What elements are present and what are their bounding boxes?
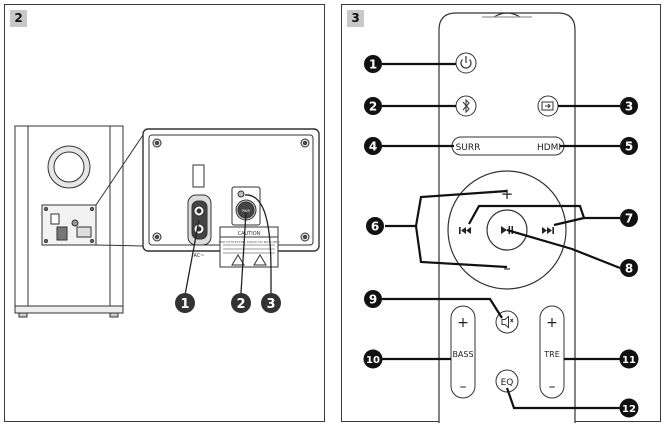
svg-text:6: 6	[371, 220, 379, 234]
eq-button[interactable]	[495, 369, 519, 393]
previous-track-button[interactable]	[459, 227, 471, 234]
volume-up-button[interactable]: +	[501, 185, 514, 203]
power-input-label: AC~	[193, 253, 204, 259]
callout-9: 9	[364, 290, 382, 308]
callout-3: 3	[261, 293, 281, 313]
callout-12: 12	[619, 398, 639, 418]
power-button[interactable]	[455, 52, 477, 74]
svg-text:3: 3	[266, 297, 275, 312]
bluetooth-icon	[462, 98, 470, 114]
callout-2: 2	[231, 293, 251, 313]
caution-text: RISK OF ELECTRIC SHOCK DO NOT OPEN	[218, 240, 279, 244]
svg-text:10: 10	[366, 355, 380, 366]
treble-label: TRE	[543, 350, 560, 359]
treble-up-button[interactable]: +	[546, 315, 558, 331]
figure-panel-rear: 2	[4, 4, 325, 422]
bass-label: BASS	[452, 350, 473, 359]
caution-title: CAUTION	[238, 231, 261, 237]
figure-panel-remote: 3	[341, 4, 661, 423]
callout-5: 5	[620, 137, 638, 155]
treble-down-button[interactable]: –	[549, 379, 556, 395]
svg-text:3: 3	[625, 100, 633, 114]
svg-text:12: 12	[622, 404, 636, 415]
rear-panel-drawing: PAIR CAUTION RISK OF ELECTRIC SHOCK DO N…	[14, 125, 320, 318]
callout-1: 1	[175, 293, 195, 313]
source-button[interactable]	[537, 95, 559, 117]
callout-8: 8	[620, 259, 638, 277]
callout-6: 6	[366, 217, 384, 235]
callout-10: 10	[363, 349, 383, 369]
svg-text:2: 2	[369, 100, 377, 114]
svg-text:5: 5	[625, 140, 633, 154]
svg-text:1: 1	[369, 58, 377, 72]
hdmi-button[interactable]: HDMI	[537, 143, 561, 153]
next-track-icon	[542, 227, 554, 234]
volume-down-button[interactable]: –	[503, 259, 511, 277]
svg-text:1: 1	[180, 297, 189, 312]
leader-lines-remote	[382, 62, 621, 410]
svg-text:7: 7	[625, 212, 633, 226]
zoom-lines	[95, 134, 144, 247]
next-track-button[interactable]	[542, 227, 554, 234]
source-input-icon	[541, 101, 554, 111]
bass-up-button[interactable]: +	[457, 315, 469, 331]
enlarged-rear-panel	[142, 128, 320, 268]
callout-7: 7	[620, 209, 638, 227]
svg-text:9: 9	[369, 293, 377, 307]
eq-label: EQ	[501, 378, 514, 388]
callout-2: 2	[364, 97, 382, 115]
svg-text:8: 8	[625, 262, 633, 276]
previous-track-icon	[459, 227, 471, 234]
subwoofer-illustration	[14, 125, 124, 318]
callout-4: 4	[364, 137, 382, 155]
leader-lines-rear	[184, 194, 272, 296]
callout-11: 11	[619, 349, 639, 369]
remote-drawing: SURR HDMI + –	[363, 12, 639, 423]
callout-3: 3	[620, 97, 638, 115]
pair-button-label: PAIR	[242, 209, 250, 213]
surr-button[interactable]: SURR	[456, 143, 481, 153]
panel-number: 2	[10, 10, 27, 27]
power-icon	[460, 56, 472, 69]
svg-text:11: 11	[622, 355, 636, 366]
treble-rocker	[539, 305, 565, 399]
speaker-mute-icon	[501, 315, 514, 329]
svg-text:4: 4	[369, 140, 377, 154]
callout-1: 1	[364, 55, 382, 73]
panel-number: 3	[347, 10, 364, 27]
svg-text:2: 2	[236, 297, 245, 312]
bass-down-button[interactable]: –	[460, 379, 467, 395]
bluetooth-button[interactable]	[455, 95, 477, 117]
bass-rocker	[450, 305, 476, 399]
